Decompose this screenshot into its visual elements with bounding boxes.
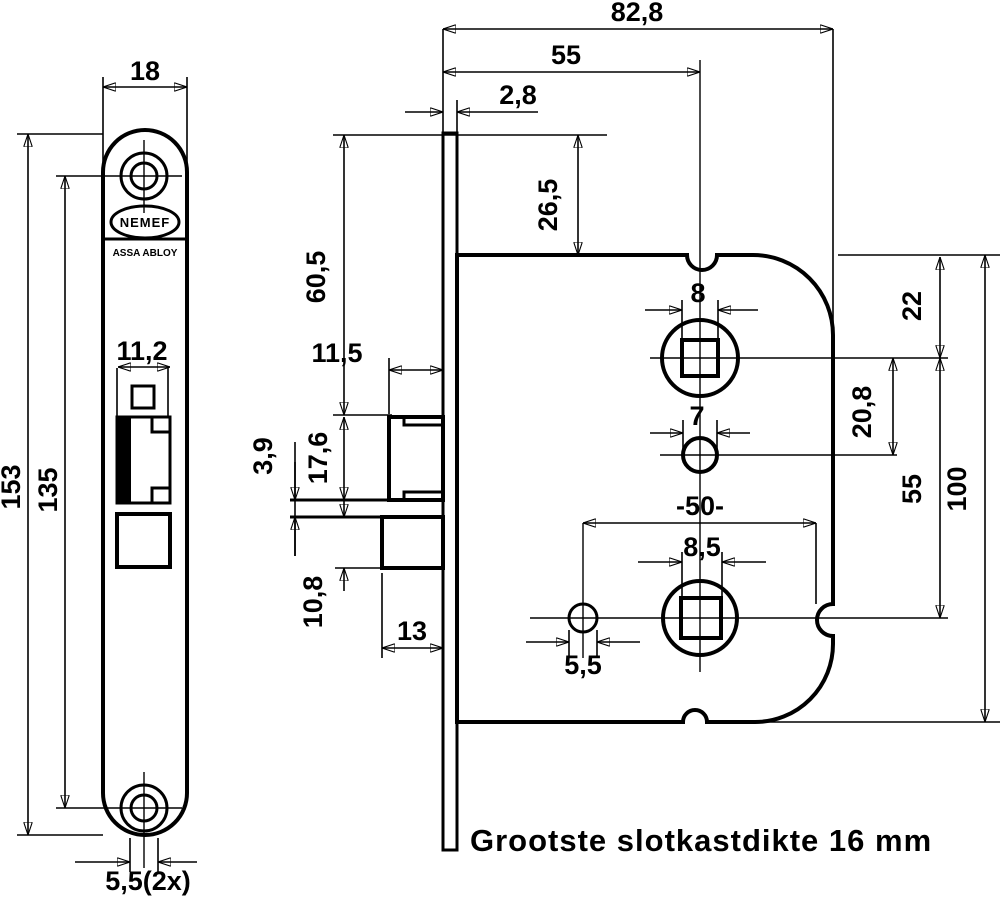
dim-text-case-top-offset: 26,5 bbox=[533, 179, 563, 232]
latch-bevel-top bbox=[402, 417, 443, 427]
assa-abloy-text: ASSA ABLOY bbox=[113, 248, 178, 259]
dim-text-cylinder-square: 8,5 bbox=[683, 532, 721, 562]
deadbolt-side bbox=[380, 515, 445, 570]
front-view-faceplate: NEMEF ASSA ABLOY 18 153 135 11,2 bbox=[0, 56, 197, 896]
latch-bevel-bottom bbox=[402, 490, 443, 500]
dim-text-plate-thickness: 2,8 bbox=[499, 80, 537, 110]
dim-text-deadbolt-depth: 13 bbox=[397, 616, 427, 646]
dim-text-screw-distance: -50- bbox=[676, 491, 724, 521]
dim-text-spindle-top: 22 bbox=[897, 291, 927, 321]
dim-text-case-height: 100 bbox=[942, 466, 972, 511]
dim-text-pin-distance: 20,8 bbox=[847, 386, 877, 439]
dim-text-case-screw: 5,5 bbox=[564, 650, 602, 680]
dim-text-latch-offset: 60,5 bbox=[301, 251, 331, 304]
dim-text-pin-hole: 7 bbox=[689, 401, 704, 431]
dim-text-spindle-backset: 55 bbox=[551, 40, 581, 70]
latch-guide-square bbox=[130, 384, 156, 410]
latch-notch-bottom bbox=[150, 486, 172, 505]
dim-text-screw-holes: 5,5(2x) bbox=[105, 866, 191, 896]
latch-notch-top bbox=[150, 415, 172, 434]
dim-text-cylinder-distance: 55 bbox=[897, 474, 927, 504]
dim-text-latch-cutout: 11,2 bbox=[116, 336, 167, 366]
latch-bolt-side bbox=[387, 415, 445, 502]
dim-text-deadbolt-height: 10,8 bbox=[298, 576, 328, 629]
nemef-logo-text: NEMEF bbox=[120, 215, 171, 230]
dim-text-latch-height: 17,6 bbox=[303, 432, 333, 485]
dim-text-overall-depth: 82,8 bbox=[611, 0, 664, 27]
deadbolt-cutout bbox=[115, 512, 172, 569]
faceplate-edge bbox=[441, 131, 459, 852]
faceplate-outline bbox=[101, 128, 189, 837]
dim-text-spacing-135: 135 bbox=[33, 467, 63, 512]
drawing-note: Grootste slotkastdikte 16 mm bbox=[470, 823, 932, 858]
side-view-lock-case: 82,8 55 2,8 26,5 60,5 11,5 17,6 3,9 bbox=[248, 0, 1000, 852]
dim-text-length-153: 153 bbox=[0, 464, 26, 509]
dim-text-spindle-square: 8 bbox=[690, 278, 705, 308]
dim-text-latch-depth: 11,5 bbox=[311, 338, 362, 368]
case-outline bbox=[455, 253, 835, 724]
dim-text-lip-thickness: 3,9 bbox=[248, 437, 278, 475]
latch-bolt-edge bbox=[117, 417, 131, 503]
dim-text-width-18: 18 bbox=[130, 56, 160, 86]
